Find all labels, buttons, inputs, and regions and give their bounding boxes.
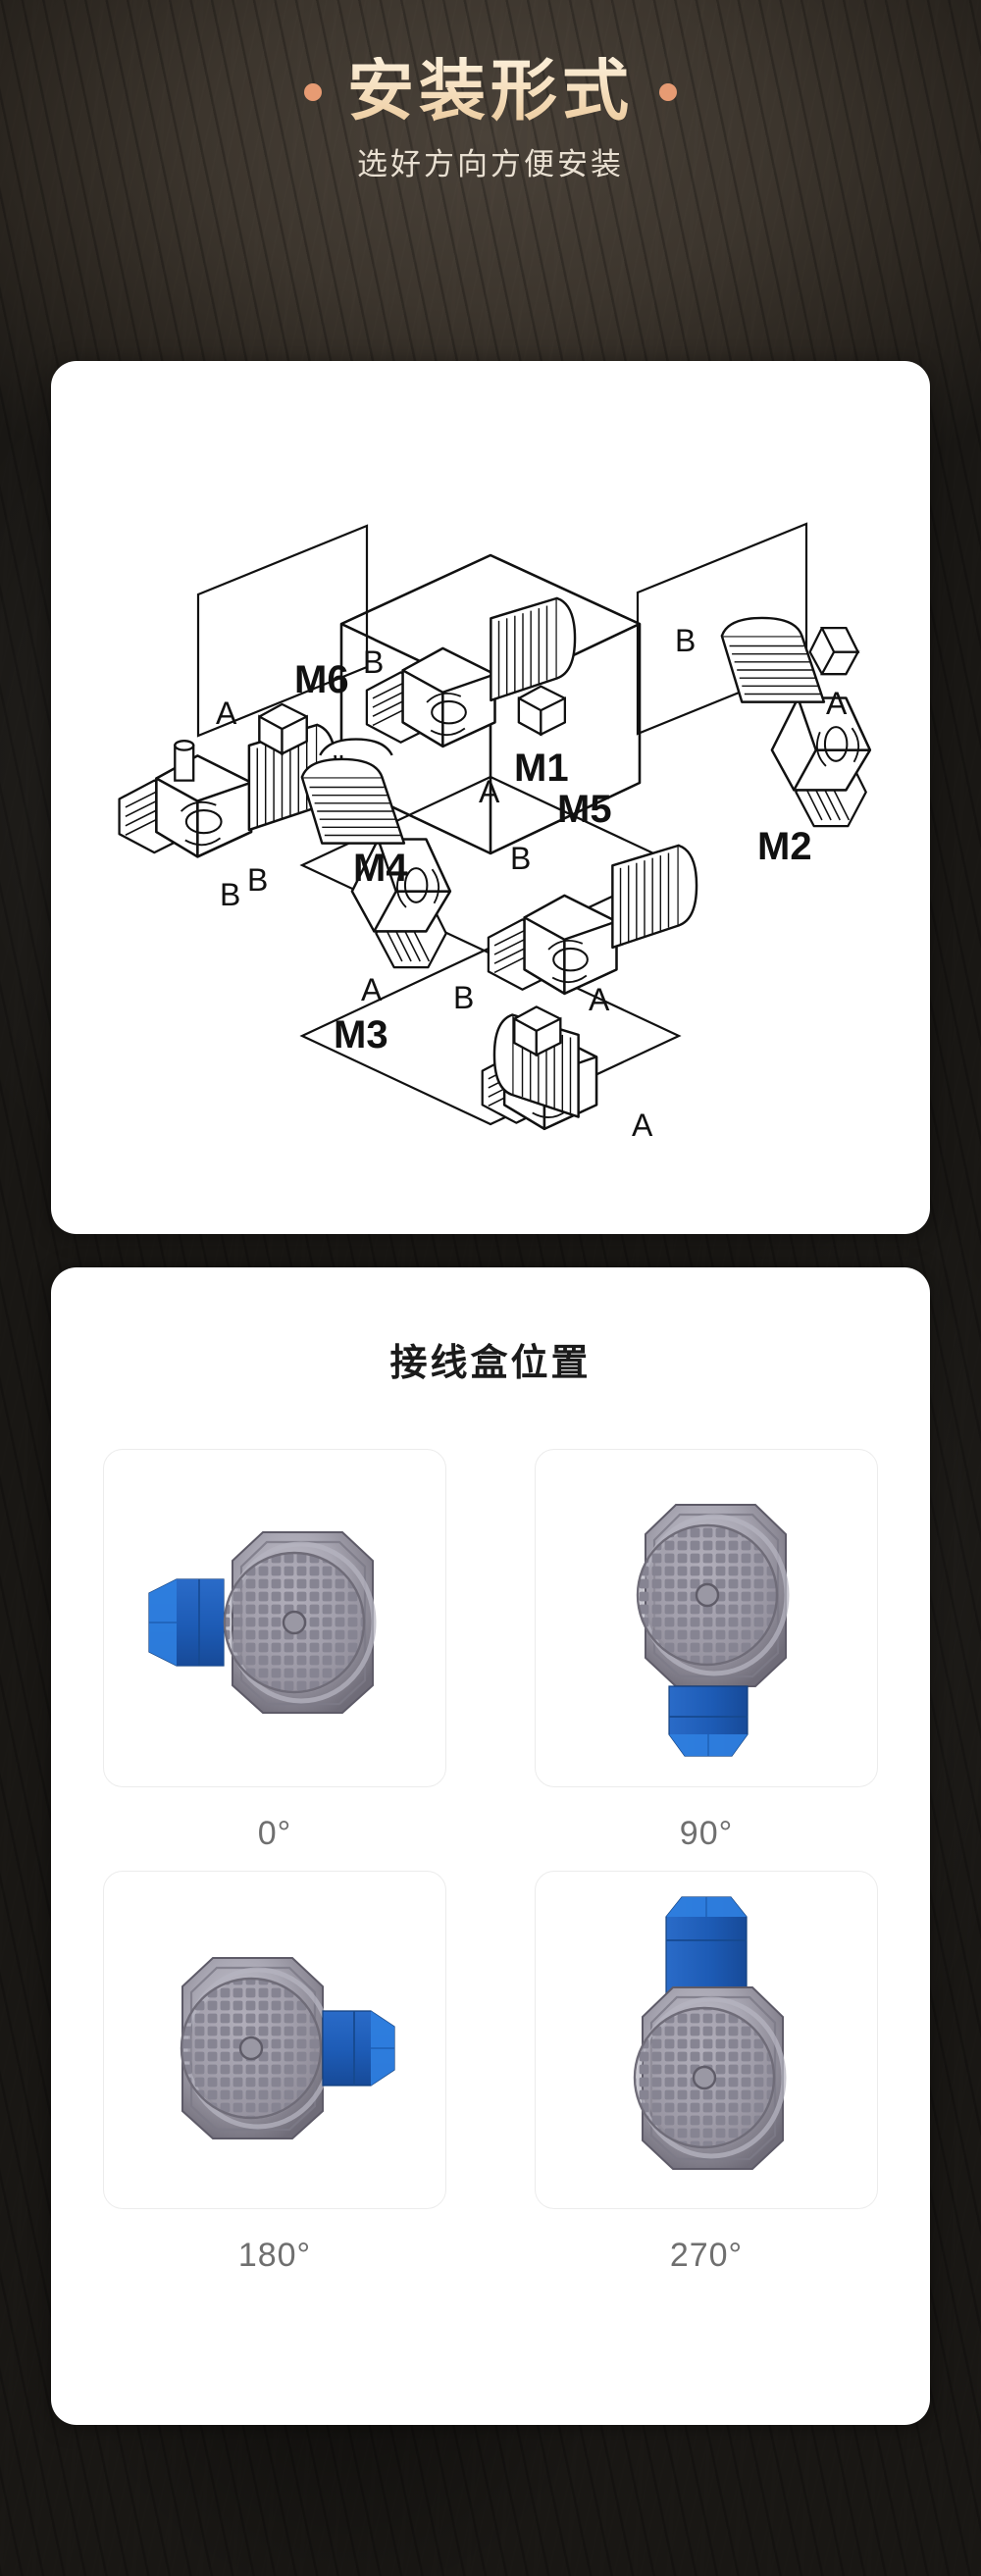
terminal-section-title: 接线盒位置: [389, 1343, 592, 1384]
page-title: 安装形式: [346, 54, 634, 129]
mounting-position-m4: B A M4: [247, 738, 452, 1007]
mounting-diagram-card: A B M6 B A M1 B A M2: [51, 361, 930, 1234]
label-m2: M2: [757, 825, 812, 868]
marker-b-m6: B: [220, 877, 240, 912]
mounting-position-m2: B A M2: [675, 616, 872, 868]
decorative-dot-right: [659, 82, 677, 101]
mounting-position-m3: B A M3: [334, 980, 653, 1143]
terminal-cell-90[interactable]: 90°: [535, 1449, 878, 1853]
terminal-box-270: [665, 1896, 748, 1994]
mounting-diagram: A B M6 B A M1 B A M2: [118, 522, 872, 1143]
fan-guard-grid-270: [633, 2006, 776, 2149]
page-subtitle: 选好方向方便安装: [357, 147, 624, 181]
fan-guard-grid-90: [636, 1523, 779, 1667]
fan-guard-grid-180: [180, 1977, 323, 2120]
motor-fancover-90: [636, 1504, 790, 1757]
terminal-label-270: 270°: [669, 2237, 744, 2274]
terminal-label-90: 90°: [679, 1815, 734, 1852]
marker-b-m2: B: [675, 623, 696, 658]
motor-fancover-270: [633, 1896, 787, 2170]
fan-guard-grid-0: [223, 1551, 366, 1694]
terminal-cell-180[interactable]: 180°: [103, 1871, 446, 2275]
terminal-image-frame-90: [535, 1449, 878, 1787]
terminal-label-180: 180°: [237, 2237, 312, 2274]
mounting-position-m1: B A M1: [363, 596, 577, 809]
marker-a-m4: A: [361, 972, 383, 1007]
label-m6: M6: [294, 658, 349, 701]
label-m5: M5: [557, 788, 612, 831]
motor-fancover-0: [148, 1531, 377, 1714]
terminal-label-0: 0°: [257, 1815, 292, 1852]
terminal-box-180: [322, 2010, 395, 2087]
terminal-image-frame-270: [535, 1871, 878, 2209]
decorative-dot-left: [303, 82, 322, 101]
terminal-image-frame-0: [103, 1449, 446, 1787]
marker-a-m5: A: [589, 982, 610, 1017]
marker-b-m4: B: [247, 862, 268, 898]
mounting-position-m6: A B M6: [118, 658, 349, 912]
terminal-cell-270[interactable]: 270°: [535, 1871, 878, 2275]
marker-a-m6: A: [216, 696, 237, 731]
page-header: 安装形式 选好方向方便安装: [0, 0, 981, 206]
terminal-position-grid: 0°: [103, 1449, 878, 2275]
marker-b-m3: B: [453, 980, 474, 1015]
label-m3: M3: [334, 1013, 388, 1056]
mounting-position-m5: B A M5: [487, 788, 698, 1017]
marker-a-m2: A: [826, 686, 848, 721]
terminal-box-90: [668, 1685, 749, 1757]
terminal-image-frame-180: [103, 1871, 446, 2209]
marker-b-m5: B: [510, 841, 531, 876]
terminal-box-card: 接线盒位置: [51, 1267, 930, 2425]
label-m1: M1: [514, 747, 569, 790]
motor-fancover-180: [180, 1957, 395, 2139]
terminal-box-0: [148, 1578, 225, 1667]
marker-a-m1: A: [479, 774, 500, 809]
marker-a-m3: A: [632, 1108, 653, 1143]
label-m4: M4: [353, 847, 408, 890]
title-row: 安装形式: [0, 54, 981, 129]
marker-b-m1: B: [363, 644, 384, 680]
terminal-cell-0[interactable]: 0°: [103, 1449, 446, 1853]
